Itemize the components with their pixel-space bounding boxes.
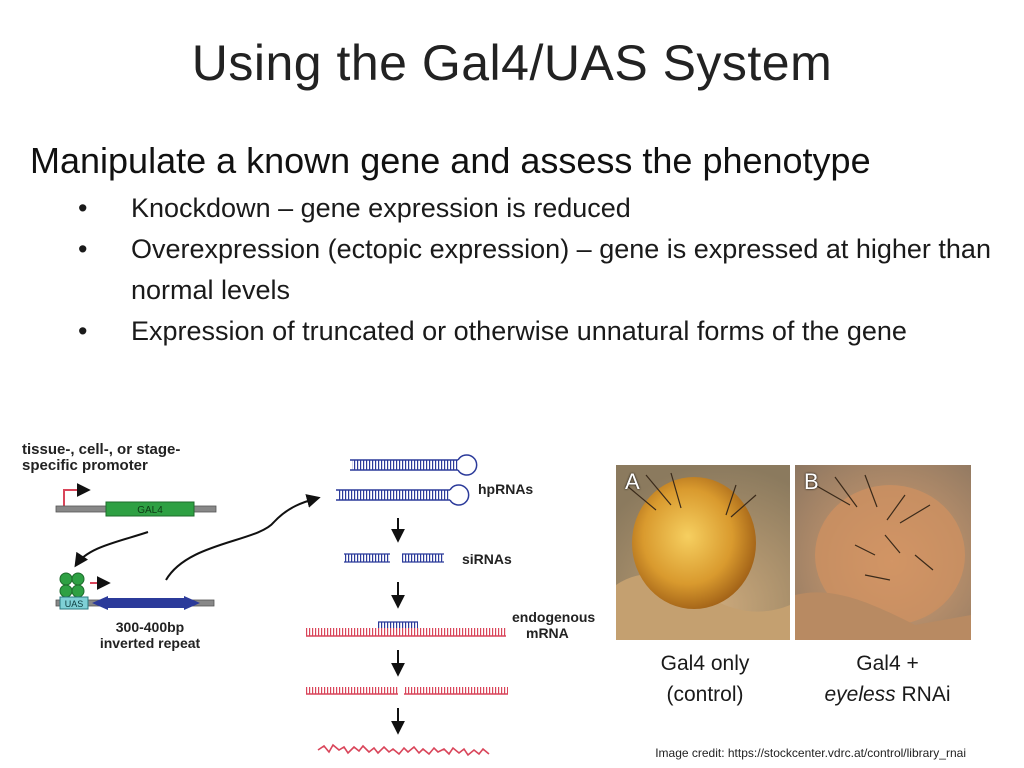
cleaved-mrna-icon (306, 687, 508, 695)
gal4-label: GAL4 (137, 505, 163, 516)
panel-label: A (625, 469, 640, 494)
repeat-label: inverted repeat (100, 635, 201, 651)
degraded-mrna-icon (317, 743, 490, 757)
promoter-arrow-icon (63, 483, 91, 507)
fly-eye-photo-rnai: B (795, 465, 971, 640)
sirna-icon (344, 553, 390, 563)
curved-arrow-icon (165, 494, 321, 581)
gal4-gene (105, 501, 195, 517)
promoter-label: tissue-, cell-, or stage- (22, 441, 180, 458)
bullet-item: • Expression of truncated or otherwise un… (78, 311, 998, 352)
sirna-icon (402, 553, 444, 563)
rnai-diagram: tissue-, cell-, or stage- specific promo… (22, 441, 595, 757)
uas-element (59, 596, 89, 610)
bullet-marker: • (78, 193, 88, 223)
lead-statement: Manipulate a known gene and assess the p… (30, 140, 871, 181)
sirna-bound-icon (378, 621, 418, 628)
gal4-protein-icon (59, 572, 85, 598)
fly-photo-panels: A B (616, 465, 971, 640)
gene-name: eyeless (824, 683, 896, 706)
mrna-label: endogenous (512, 609, 595, 625)
bullet-marker: • (78, 316, 88, 346)
uas-label: UAS (65, 599, 84, 609)
mrna-label: mRNA (526, 625, 569, 641)
caption-line: Gal4 + (856, 652, 919, 675)
panel-label: B (804, 469, 819, 494)
fly-eye-image (616, 465, 790, 640)
hprnas-label: hpRNAs (478, 481, 533, 497)
sirnas-label: siRNAs (462, 551, 512, 567)
curved-arrow-icon (74, 531, 149, 568)
hprna-icon (336, 484, 470, 506)
fly-eye-photo-control: A (616, 465, 790, 640)
bullet-text: Knockdown – gene expression is reduced (131, 193, 631, 223)
bullet-item: • Knockdown – gene expression is reduced (78, 188, 998, 229)
inverted-repeat-icon (92, 596, 200, 610)
repeat-label: 300-400bp (116, 619, 184, 635)
fly-eye-image (795, 465, 971, 640)
bullet-text: Expression of truncated or otherwise unn… (131, 316, 907, 346)
caption-line: Gal4 only (660, 652, 750, 675)
photo-caption-control: Gal4 only (control) (620, 648, 790, 710)
bullet-text: Overexpression (ectopic expression) – ge… (131, 234, 991, 305)
slide-title: Using the Gal4/UAS System (191, 35, 833, 91)
caption-suffix: RNAi (895, 683, 951, 706)
hprna-icon (350, 454, 478, 476)
bullet-marker: • (78, 234, 88, 264)
mrna-icon (306, 628, 506, 637)
image-credit: Image credit: https://stockcenter.vdrc.a… (655, 746, 966, 760)
caption-line: eyeless RNAi (800, 679, 975, 710)
bullet-item: • Overexpression (ectopic expression) – g… (78, 229, 998, 311)
caption-line: (control) (666, 683, 744, 706)
photo-caption-rnai: Gal4 + eyeless RNAi (800, 648, 975, 710)
promoter-label: specific promoter (22, 457, 148, 474)
bullet-list: •Knockdown – gene expression is reduced … (78, 188, 998, 352)
